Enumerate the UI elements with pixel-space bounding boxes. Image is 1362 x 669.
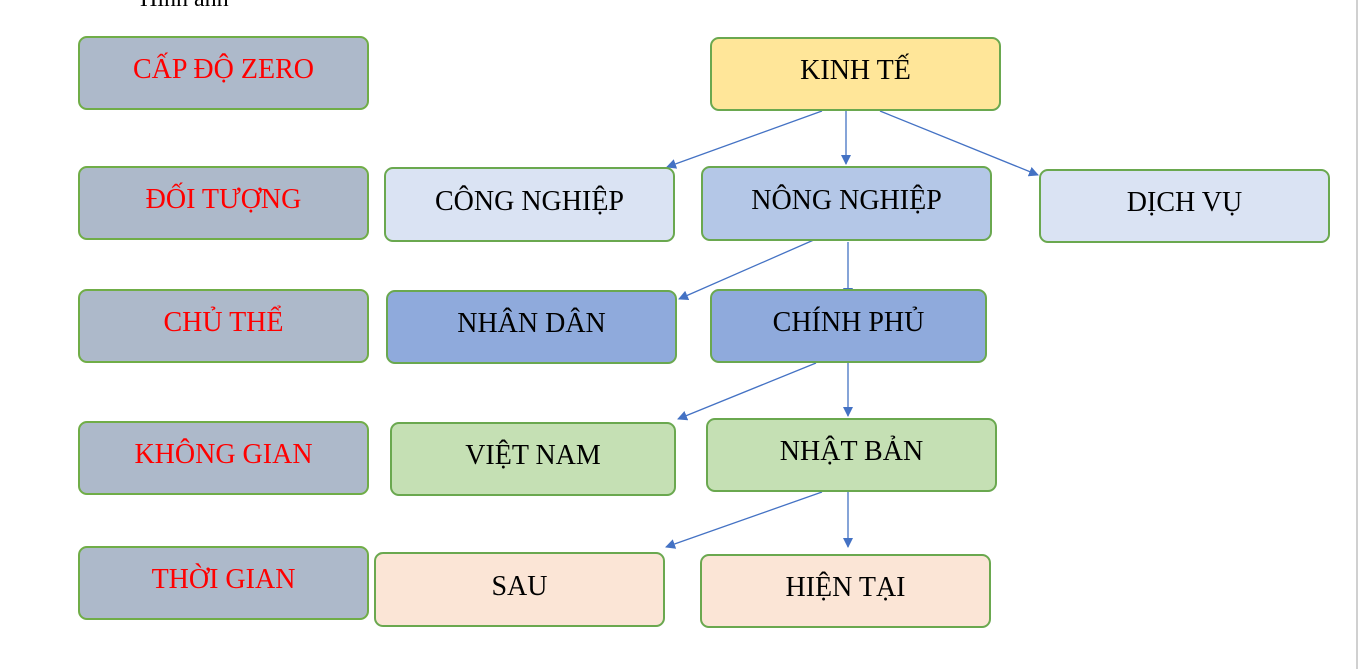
node-dich-vu: DỊCH VỤ [1039,169,1330,243]
node-nhan-dan: NHÂN DÂN [386,290,677,364]
level-doi-tuong: ĐỐI TƯỢNG [78,166,369,240]
node-sau: SAU [374,552,665,627]
node-nong-nghiep: NÔNG NGHIỆP [701,166,992,241]
node-cong-nghiep: CÔNG NGHIỆP [384,167,675,242]
arrow-nhatban-to-sau [665,491,823,549]
page-edge-divider [1356,0,1358,669]
cutoff-caption: Hình ảnh [140,0,229,13]
node-hien-tai: HIỆN TẠI [700,554,991,628]
arrow-chinhphu-to-vietnam [677,362,817,421]
level-thoi-gian: THỜI GIAN [78,546,369,620]
arrow-kinhte-to-congnghiep [666,110,823,169]
node-viet-nam: VIỆT NAM [390,422,676,496]
node-kinh-te: KINH TẾ [710,37,1001,111]
node-chinh-phu: CHÍNH PHỦ [710,289,987,363]
level-khong-gian: KHÔNG GIAN [78,421,369,495]
level-cap-do-zero: CẤP ĐỘ ZERO [78,36,369,110]
level-chu-the: CHỦ THỂ [78,289,369,363]
node-nhat-ban: NHẬT BẢN [706,418,997,492]
